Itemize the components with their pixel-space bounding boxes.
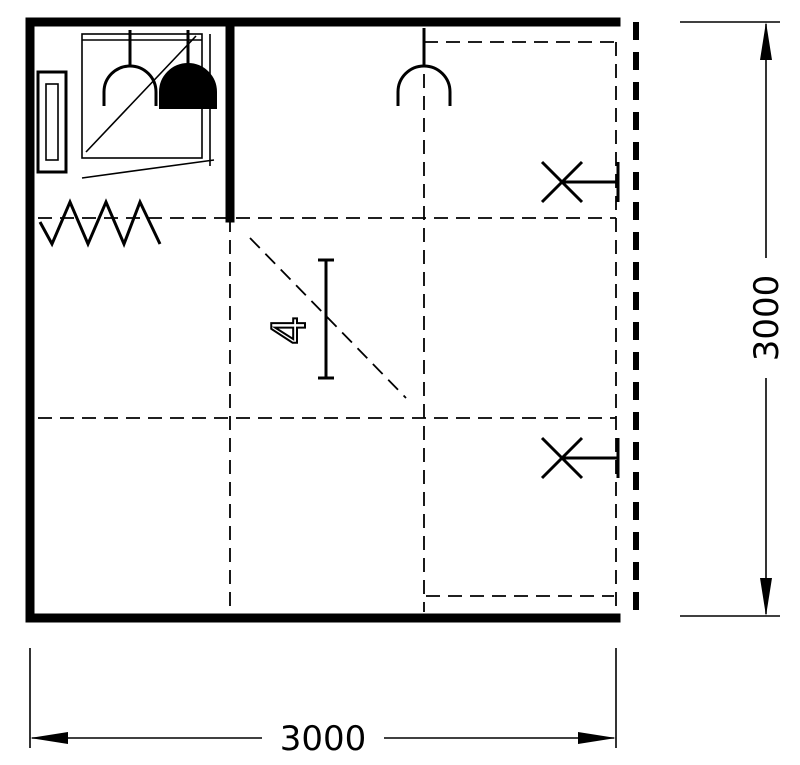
vertical-dimension: 3000 xyxy=(680,21,787,617)
dimension-arrow-icon xyxy=(30,732,68,744)
hook-icon xyxy=(396,28,452,106)
room-label: 4 xyxy=(262,316,316,345)
cross-icon xyxy=(540,160,620,204)
shower-diagonal xyxy=(85,35,197,153)
cross-icon xyxy=(540,436,620,480)
cabinet xyxy=(36,70,68,174)
diagonal-dashed-line xyxy=(249,237,407,399)
dimension-arrow-icon xyxy=(578,732,616,744)
cabinet-inner xyxy=(45,83,59,161)
outer-walls xyxy=(25,17,639,623)
bell-icon xyxy=(159,30,217,109)
dimension-arrow-icon xyxy=(760,22,772,60)
height-dimension-label: 3000 xyxy=(747,275,787,362)
dimension-arrow-icon xyxy=(760,578,772,616)
beam-symbol xyxy=(318,258,334,380)
width-dimension-label: 3000 xyxy=(280,719,367,759)
horizontal-dimension: 3000 xyxy=(29,648,617,759)
zigzag-line xyxy=(38,198,162,248)
hook-icon xyxy=(102,30,158,106)
